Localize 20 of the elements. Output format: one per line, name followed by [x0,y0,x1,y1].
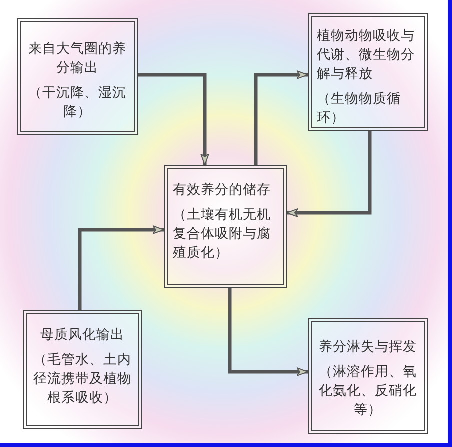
text-box [164,165,287,288]
box-note: （干沉降、湿沉降） [28,84,128,122]
text-box [17,18,138,135]
box-title: 母质风化输出 [40,326,126,345]
arrow [138,73,210,166]
text-box [23,310,142,429]
text-box [308,318,428,434]
box-note: （土壤有机无机复合体吸附与腐殖质化） [173,206,272,263]
box-note: （生物物质循环） [317,90,402,128]
arrow [254,70,308,165]
arrow [78,226,164,310]
arrow [228,288,308,376]
arrow [286,131,372,218]
box-note: （毛管水、土内径流携带及植物根系吸收） [32,351,132,408]
box-title: 植物动物吸收与代谢、微生物分解与释放 [317,27,416,84]
box-title: 来自大气圈的养分输出 [28,40,128,78]
box-title: 养分淋失与挥发 [318,338,418,357]
box-note: （淋溶作用、氧化氨化、反硝化等） [318,363,418,420]
text-box [308,13,428,131]
box-title: 有效养分的储存 [173,181,272,200]
